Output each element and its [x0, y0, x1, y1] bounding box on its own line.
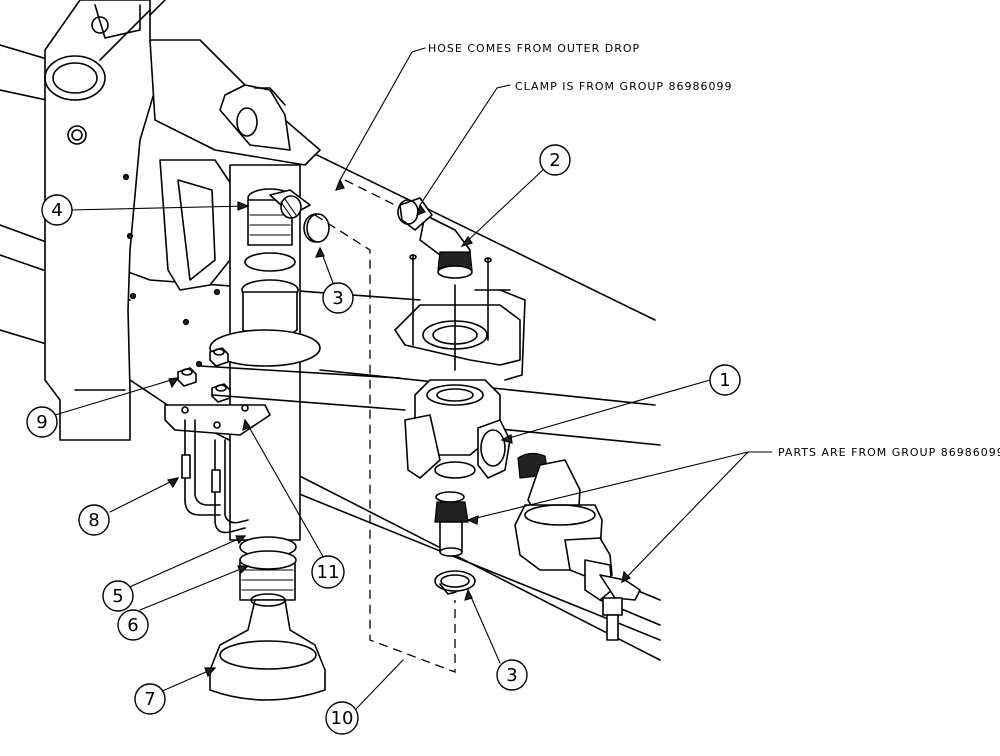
callout-7-label: 7: [144, 689, 155, 710]
valve-bracket: [394, 254, 526, 381]
leader-lines: [54, 47, 773, 711]
clamp-note: CLAMP IS FROM GROUP 86986099: [515, 80, 733, 93]
callout-3-upper: 3: [322, 282, 354, 314]
callout-11-label: 11: [317, 562, 340, 583]
callout-3-lower-label: 3: [506, 665, 517, 686]
valve-body: [404, 379, 511, 479]
callout-9: 9: [26, 406, 58, 438]
nozzle-cap: [209, 593, 326, 701]
callout-3-lower: 3: [496, 659, 528, 691]
hook-loop: [44, 0, 166, 101]
callout-6: 6: [117, 609, 149, 641]
callout-2: 2: [539, 144, 571, 176]
elbow-fitting: [397, 197, 473, 279]
hose-note: HOSE COMES FROM OUTER DROP: [428, 42, 640, 55]
check-valve-assembly: [514, 452, 641, 641]
callout-5: 5: [102, 580, 134, 612]
callout-1-label: 1: [719, 370, 730, 391]
parts-note: PARTS ARE FROM GROUP 86986099: [778, 446, 1000, 459]
callout-9-label: 9: [36, 412, 47, 433]
bolt-nuts: [177, 347, 231, 403]
callout-10-label: 10: [331, 708, 354, 729]
hose-routing-dashed: [314, 179, 456, 673]
upper-arm: [149, 39, 321, 291]
callout-5-label: 5: [112, 586, 123, 607]
drop-tube: [209, 164, 321, 601]
valve-outlet: [434, 491, 469, 557]
callout-3-upper-label: 3: [332, 288, 343, 309]
mounting-bracket: [44, 0, 221, 441]
callout-8-label: 8: [88, 510, 99, 531]
callout-4-label: 4: [51, 200, 62, 221]
callout-6-label: 6: [127, 615, 138, 636]
callout-10: 10: [325, 701, 359, 735]
callout-1: 1: [709, 364, 741, 396]
callout-11: 11: [311, 555, 345, 589]
callout-8: 8: [78, 504, 110, 536]
upper-clamp: [306, 213, 330, 243]
valve-arm: [199, 365, 406, 411]
callout-4: 4: [41, 194, 73, 226]
arrowheads: [166, 178, 632, 678]
callout-7: 7: [134, 683, 166, 715]
callout-2-label: 2: [549, 150, 560, 171]
lower-clamp: [434, 570, 476, 595]
